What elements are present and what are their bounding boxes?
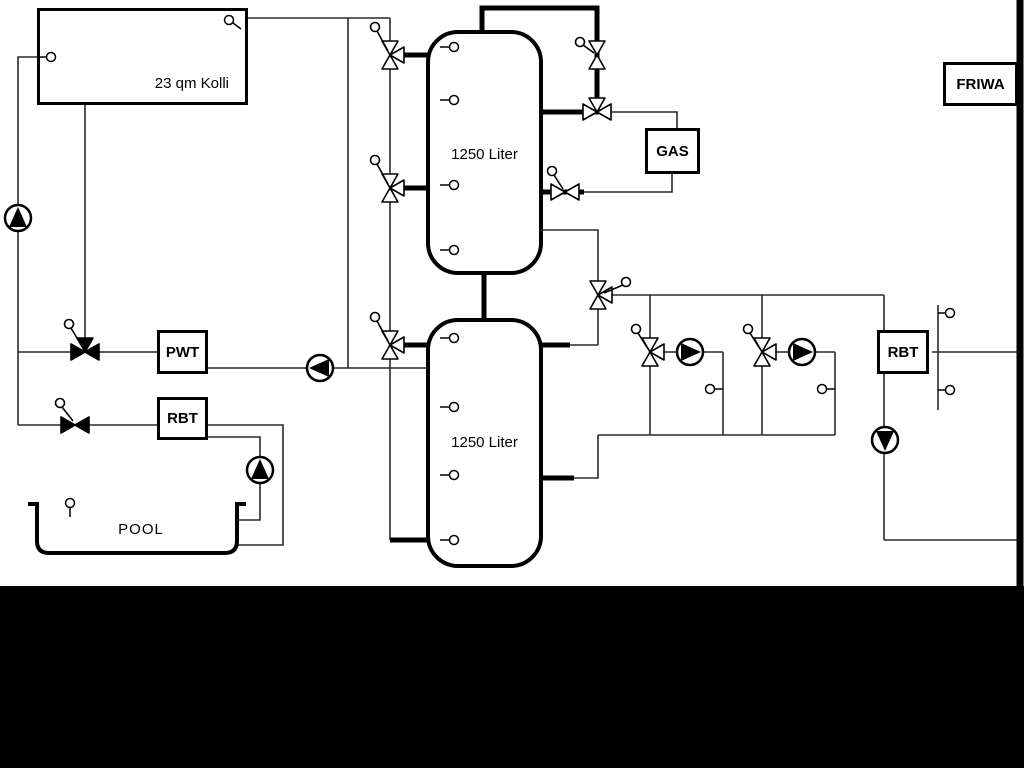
rbt-right-label: RBT — [887, 343, 919, 361]
pump-pwt-icon — [305, 353, 335, 383]
pump-circuit1-icon — [675, 337, 705, 367]
bottom-black-band — [0, 586, 1024, 768]
three-way-valve-distribution-icon — [589, 276, 632, 310]
tank-top-label: 1250 Liter — [451, 146, 518, 163]
motor-valve-top-riser-icon — [574, 36, 606, 70]
gas-boiler-box: GAS — [645, 128, 700, 174]
three-way-valve-circuit2-icon — [742, 323, 777, 367]
buffer-tank-top: 1250 Liter — [426, 30, 543, 275]
motor-valve-gas-return-icon — [546, 165, 580, 201]
mixing-valve-pwt-icon — [63, 318, 100, 361]
rbt-left-box: RBT — [157, 397, 208, 440]
sensor-friwa-top-icon — [938, 307, 956, 319]
friwa-box: FRIWA — [943, 62, 1018, 106]
mixing-valve-rbt-icon — [54, 397, 90, 434]
friwa-label: FRIWA — [956, 75, 1005, 93]
pump-circuit2-icon — [787, 337, 817, 367]
three-way-valve-tank1-port2-icon — [369, 154, 405, 203]
pump-solar-icon — [3, 203, 33, 233]
collector-label: 23 qm Kolli — [154, 75, 229, 92]
pwt-label: PWT — [165, 343, 200, 361]
three-way-valve-tank2-port1-icon — [369, 311, 405, 360]
sensor-circuit2-icon — [816, 383, 835, 395]
buffer-tank-bottom: 1250 Liter — [426, 318, 543, 568]
sensor-friwa-bottom-icon — [938, 384, 956, 396]
pwt-heat-exchanger-box: PWT — [157, 330, 208, 374]
solar-collector-box: 23 qm Kolli — [37, 8, 248, 105]
pump-rbt-icon — [870, 425, 900, 455]
tank-bottom-label: 1250 Liter — [451, 434, 518, 451]
sensor-circuit1-icon — [704, 383, 723, 395]
pump-pool-icon — [245, 455, 275, 485]
rbt-left-label: RBT — [167, 410, 198, 427]
sensor-pool-icon — [64, 497, 76, 517]
three-way-valve-circuit1-icon — [630, 323, 665, 367]
gas-label: GAS — [656, 142, 689, 160]
three-way-valve-tank1-port1-icon — [369, 21, 405, 70]
three-way-valve-gas-corner-icon — [582, 97, 612, 121]
rbt-right-box: RBT — [877, 330, 929, 374]
pool-label: POOL — [118, 521, 164, 538]
